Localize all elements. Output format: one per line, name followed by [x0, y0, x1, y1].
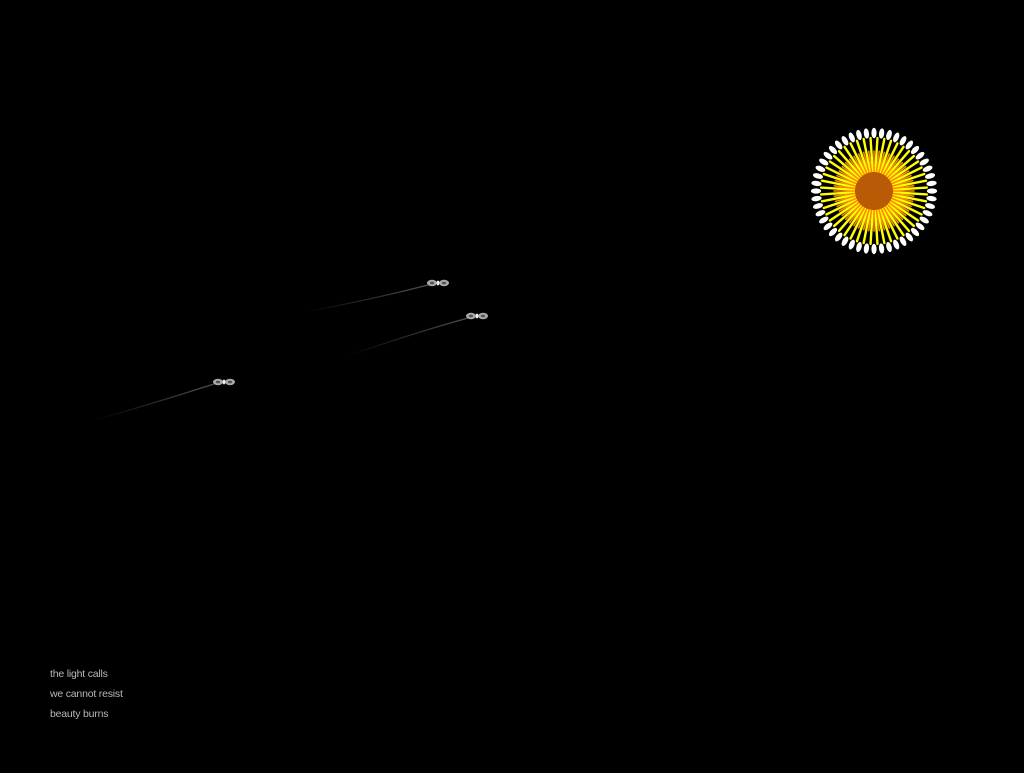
moth-trail — [347, 317, 469, 357]
poem-line: we cannot resist — [50, 688, 123, 700]
poem-text: the light calls we cannot resist beauty … — [50, 666, 123, 726]
moth-icon — [213, 378, 235, 386]
poem-line: beauty burns — [50, 708, 109, 720]
moth-icon — [466, 312, 488, 320]
moth-trail — [304, 284, 429, 313]
sun-flower-icon — [810, 127, 938, 255]
moth-icon — [427, 279, 449, 287]
poem-line: the light calls — [50, 668, 108, 680]
moth-trail — [94, 383, 215, 421]
